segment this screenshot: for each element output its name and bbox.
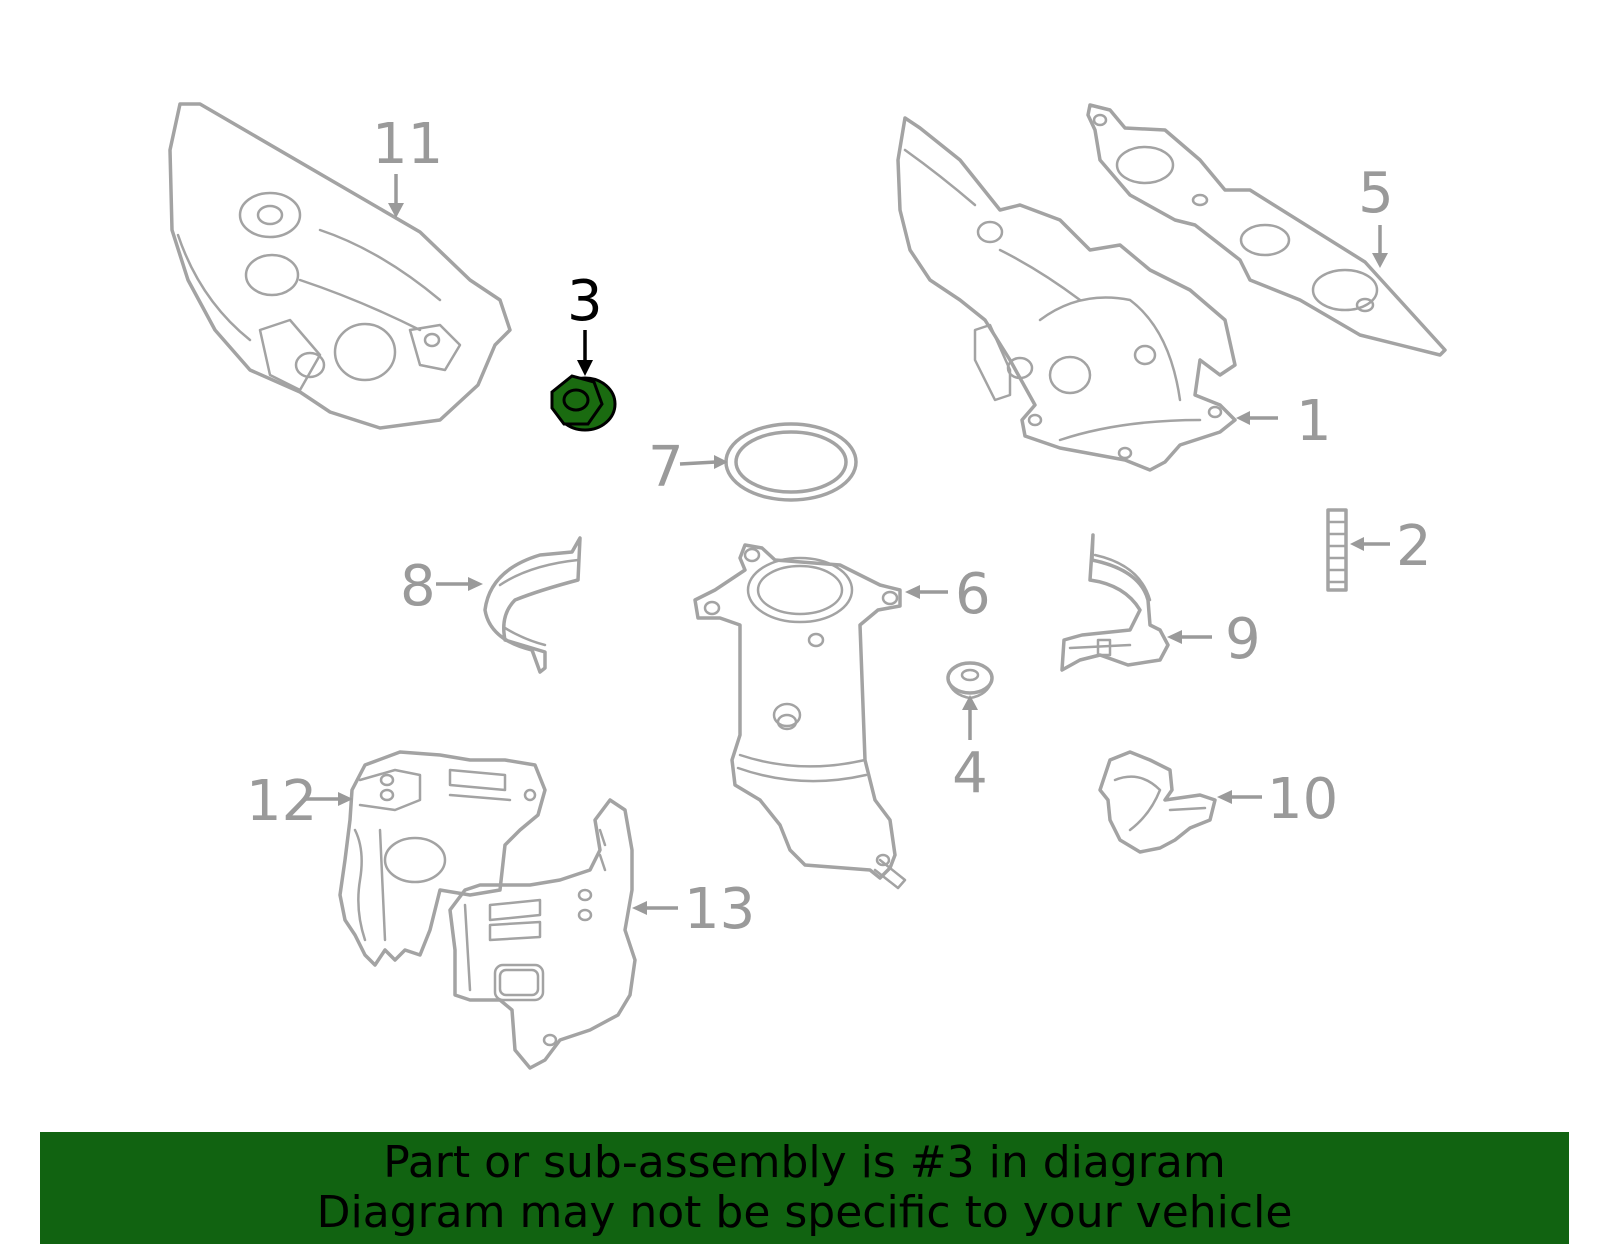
part-10-small-shield (1098, 750, 1217, 854)
callout-13: 13 (684, 877, 755, 942)
part-7-gasket-ring (724, 422, 858, 502)
banner-line-2: Diagram may not be specific to your vehi… (316, 1187, 1293, 1238)
callout-12: 12 (246, 769, 317, 834)
callout-11: 11 (372, 112, 443, 177)
info-banner: Part or sub-assembly is #3 in diagram Di… (40, 1132, 1569, 1244)
part-4-grommet (946, 661, 994, 700)
callout-arrows (305, 174, 1390, 915)
part-13-lower-shield (448, 798, 637, 1070)
part-5-manifold-gasket (1086, 103, 1447, 357)
part-2-stud (1326, 508, 1348, 592)
callout-7: 7 (648, 435, 684, 500)
callout-5: 5 (1358, 161, 1394, 226)
part-11-heat-shield (168, 102, 512, 430)
callout-9: 9 (1225, 607, 1261, 672)
callout-10: 10 (1267, 767, 1338, 832)
callout-6: 6 (955, 562, 991, 627)
banner-line-1: Part or sub-assembly is #3 in diagram (383, 1137, 1226, 1188)
part-12-lower-shield (338, 750, 547, 967)
callout-8: 8 (400, 554, 436, 619)
part-1-exhaust-manifold (896, 116, 1237, 472)
callout-4: 4 (952, 741, 988, 806)
part-6-catalytic-converter (693, 543, 907, 890)
part-8-clamp (483, 536, 582, 674)
callout-1: 1 (1296, 389, 1332, 454)
part-9-clamp-bracket (1060, 533, 1170, 672)
part-3-nut[interactable] (550, 374, 617, 432)
callout-3[interactable]: 3 (567, 269, 603, 334)
callout-2: 2 (1396, 514, 1432, 579)
